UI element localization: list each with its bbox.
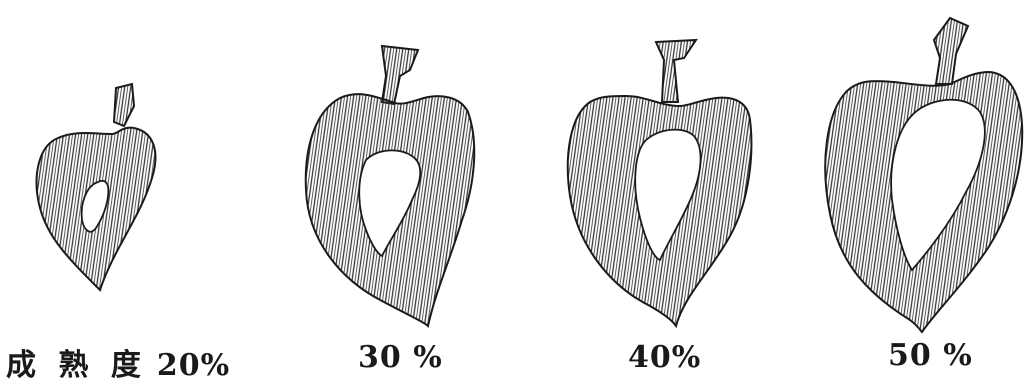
fruit-section-50 [818,14,1028,334]
stalk [114,84,134,126]
stage-value: 40% [628,340,701,375]
fruit-section-20 [28,78,168,298]
maturity-prefix: 成 熟 度 [6,348,147,383]
maturity-label-20: 成 熟 度 20% [6,340,230,384]
fruit-section-40 [560,36,760,336]
stalk [382,46,418,104]
maturity-label-40: 40% [628,340,701,375]
stalk [656,40,696,102]
stage-value: 30 % [358,340,443,375]
maturity-label-50: 50 % [888,338,973,373]
fruit-section-30 [300,40,480,330]
stage-value: 20% [157,348,230,383]
stalk [934,18,968,84]
stage-value: 50 % [888,338,973,373]
maturity-label-30: 30 % [358,340,443,375]
